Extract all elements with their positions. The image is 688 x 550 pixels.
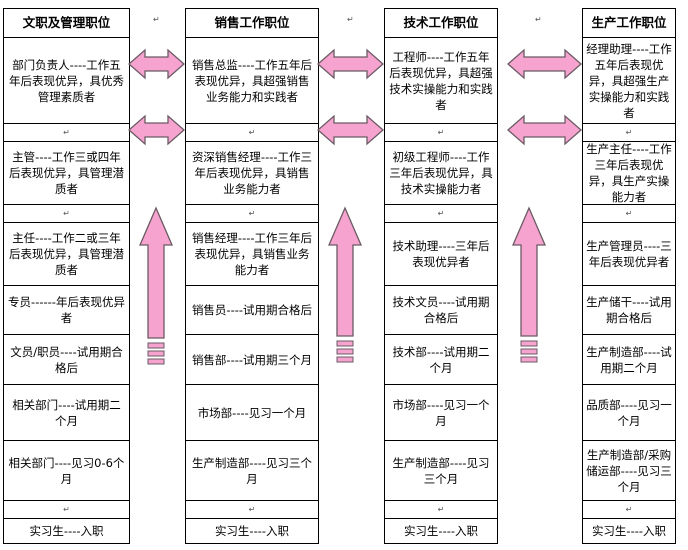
table-cell: 实习生----入职 <box>385 518 497 544</box>
table-cell: 品质部----见习一个月 <box>583 384 675 440</box>
column-tech: 技术工作职位 工程师----工作五年后表现优异，具超强技术实操能力和实践者 ↵ … <box>384 8 498 544</box>
table-cell: 生产制造部----试用期二个月 <box>583 334 675 384</box>
table-cell: ↵ <box>186 123 318 141</box>
paragraph-mark: ↵ <box>63 504 70 514</box>
table-cell: 技术部----试用期二个月 <box>385 334 497 384</box>
paragraph-mark: ↵ <box>63 127 70 137</box>
column-production: 生产工作职位 经理助理----工作五年后表现优异，具超强生产实操能力和实践者 ↵… <box>582 8 676 544</box>
table-cell: 工程师----工作五年后表现优异，具超强技术实操能力和实践者 <box>385 37 497 123</box>
table-cell: ↵ <box>4 204 129 222</box>
column-admin: 文职及管理职位 部门负责人----工作五年后表现优异，具优秀管理素质者 ↵ 主管… <box>3 8 130 544</box>
table-cell: ↵ <box>385 123 497 141</box>
table-cell: 文员/职员----试用期合格后 <box>4 334 129 384</box>
paragraph-mark: ↵ <box>347 15 354 24</box>
column-header: 销售工作职位 <box>186 8 318 37</box>
table-cell: 主任----工作二或三年后表现优异，具管理潜质者 <box>4 222 129 285</box>
table-cell: 主管----工作三或四年后表现优异，具管理潜质者 <box>4 141 129 204</box>
up-arrow-icon <box>139 206 173 365</box>
double-arrow-icon <box>317 48 384 80</box>
paragraph-mark: ↵ <box>248 127 256 137</box>
table-cell: 生产制造部----见习三个月 <box>385 440 497 500</box>
paragraph-mark: ↵ <box>248 504 256 514</box>
double-arrow-icon <box>507 114 582 146</box>
table-cell: 市场部----见习一个月 <box>186 384 318 440</box>
table-cell: 相关部门----见习0-6个月 <box>4 440 129 500</box>
up-arrow-icon <box>512 206 546 363</box>
up-arrow-icon <box>328 206 362 363</box>
table-cell: 经理助理----工作五年后表现优异，具超强生产实操能力和实践者 <box>583 37 675 123</box>
table-cell: 初级工程师----工作三年后表现优异，具技术实操能力者 <box>385 141 497 204</box>
paragraph-mark: ↵ <box>153 15 160 24</box>
double-arrow-icon <box>507 48 582 80</box>
table-cell: 销售员----试用期合格后 <box>186 285 318 334</box>
table-cell: 市场部----见习一个月 <box>385 384 497 440</box>
table-cell: 技术助理----三年后表现优异者 <box>385 222 497 285</box>
table-cell: 技术文员----试用期合格后 <box>385 285 497 334</box>
paragraph-mark: ↵ <box>63 208 70 218</box>
table-cell: 实习生----入职 <box>4 518 129 544</box>
column-header: 生产工作职位 <box>583 8 675 37</box>
table-cell: 销售总监----工作五年后表现优异，具超强销售业务能力和实践者 <box>186 37 318 123</box>
table-cell: ↵ <box>583 123 675 141</box>
table-cell: ↵ <box>385 204 497 222</box>
column-sales: 销售工作职位 销售总监----工作五年后表现优异，具超强销售业务能力和实践者 ↵… <box>185 8 319 544</box>
table-cell: 实习生----入职 <box>186 518 318 544</box>
paragraph-mark: ↵ <box>625 127 633 137</box>
table-cell: 生产储干----试用期合格后 <box>583 285 675 334</box>
table-cell: 部门负责人----工作五年后表现优异，具优秀管理素质者 <box>4 37 129 123</box>
table-cell: ↵ <box>4 123 129 141</box>
table-cell: ↵ <box>385 500 497 518</box>
table-cell: 生产管理员----三年后表现优异者 <box>583 222 675 285</box>
paragraph-mark: ↵ <box>437 208 445 218</box>
paragraph-mark: ↵ <box>248 208 256 218</box>
table-cell: 销售部----试用期三个月 <box>186 334 318 384</box>
paragraph-mark: ↵ <box>437 127 445 137</box>
table-cell: 相关部门----试用期二个月 <box>4 384 129 440</box>
paragraph-mark: ↵ <box>625 208 633 218</box>
paragraph-mark: ↵ <box>535 15 542 24</box>
table-cell: 销售经理----工作三年后表现优异，具销售业务能力者 <box>186 222 318 285</box>
double-arrow-icon <box>128 114 185 146</box>
paragraph-mark: ↵ <box>625 504 633 514</box>
double-arrow-icon <box>317 114 384 146</box>
double-arrow-icon <box>128 48 185 80</box>
table-cell: 生产主任----工作三年后表现优异，具生产实操能力者 <box>583 141 675 204</box>
table-cell: ↵ <box>583 500 675 518</box>
table-cell: ↵ <box>186 500 318 518</box>
table-cell: 生产制造部----见习三个月 <box>186 440 318 500</box>
table-cell: 资深销售经理----工作三年后表现优异，具销售业务能力者 <box>186 141 318 204</box>
table-cell: ↵ <box>4 500 129 518</box>
column-header: 文职及管理职位 <box>4 8 129 37</box>
column-header: 技术工作职位 <box>385 8 497 37</box>
table-cell: ↵ <box>186 204 318 222</box>
table-cell: ↵ <box>583 204 675 222</box>
paragraph-mark: ↵ <box>437 504 445 514</box>
table-cell: 实习生----入职 <box>583 518 675 544</box>
table-cell: 生产制造部/采购储运部----见习三个月 <box>583 440 675 500</box>
table-cell: 专员------年后表现优异者 <box>4 285 129 334</box>
